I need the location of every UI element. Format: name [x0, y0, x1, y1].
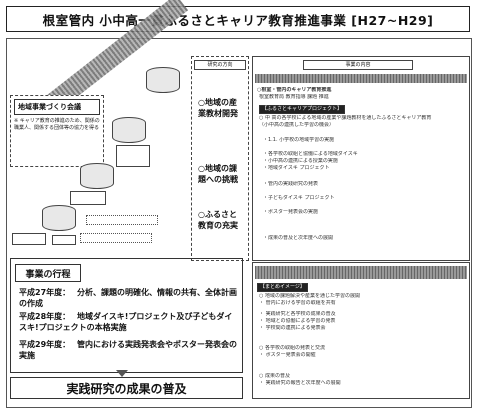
text-line: ・ 実践研究と各学校の成果の普及 — [259, 311, 336, 317]
project-tag: 【ふるさとキャリアプロジェクト】 — [259, 105, 346, 114]
page-title: 根室管内 小中高一貫ふるさとキャリア教育推進事業 [H27~H29] — [6, 6, 470, 32]
content-heading: ○根室・管内のキャリア教育推進 — [257, 87, 332, 93]
schedule-text: 管内における実践発表会やポスター発表会の実施 — [19, 340, 237, 360]
text-line: ・ 管内における学習の取組を共有 — [259, 300, 336, 306]
text-line: ・ 地域との協働による学習の発表 — [259, 318, 336, 324]
text-line: ・ポスター発表会の実施 — [263, 209, 319, 215]
council-box: 地域事業づくり会議 ※ キャリア教育の推進のため、関係の職業人、関係する団体等の… — [10, 95, 104, 167]
diagram: 地域事業づくり会議 ※ キャリア教育の推進のため、関係の職業人、関係する団体等の… — [8, 0, 189, 250]
schedule-text: 分析、課題の明確化、情報の共有、全体計画の作成 — [19, 288, 237, 308]
schedule-year: 平成29年度： — [19, 340, 71, 349]
presentation-bar — [255, 266, 467, 279]
schedule-year: 平成28年度： — [19, 312, 71, 321]
stage-cylinder-3 — [146, 67, 180, 93]
direction-item-1: ○地域の産業教材開発 — [198, 98, 238, 118]
outcome-banner: 実践研究の成果の普及 — [10, 377, 243, 399]
presentation-box: 【まとめイメージ】 ○ 地域の課題解決や産業を通じた学習の展開 ・ 管内における… — [252, 262, 470, 399]
summary-tag: 【まとめイメージ】 — [257, 283, 308, 292]
down-arrow-icon — [116, 370, 128, 377]
text-line: ・1.1. 小学校の地域学習の実施 — [263, 137, 335, 143]
text-line: ○ 各学校の取組の発表と交流 — [259, 345, 325, 351]
stage-label-0 — [12, 233, 46, 245]
text-line: ・子どもダイスキ プロジェクト — [263, 195, 335, 201]
schedule-row-h29: 平成29年度：管内における実践発表会やポスター発表会の実施 — [19, 339, 239, 361]
council-text: ※ キャリア教育の推進のため、関係の職業人、関係する団体等の協力を得る — [14, 118, 100, 131]
content-frame — [6, 38, 472, 408]
schedule-box: 事業の行程 平成27年度：分析、課題の明確化、情報の共有、全体計画の作成 平成2… — [10, 258, 243, 373]
direction-item-2: ○地域の課題への挑戦 — [198, 164, 238, 184]
text-line: ・地域ダイスキ プロジェクト — [263, 165, 330, 171]
stage-cylinder-1 — [80, 163, 114, 189]
stage-label-0b — [52, 235, 76, 245]
content-bar — [255, 74, 467, 83]
schedule-text: 地域ダイスキ!プロジェクト及び子どもダイスキ!プロジェクトの本格実施 — [19, 312, 233, 332]
schedule-row-h27: 平成27年度：分析、課題の明確化、情報の共有、全体計画の作成 — [19, 287, 239, 309]
schedule-year: 平成27年度： — [19, 288, 71, 297]
council-title: 地域事業づくり会議 — [14, 99, 100, 115]
text-line: ・ ポスター発表会の開催 — [259, 352, 316, 358]
text-line: （小中高の連携した学習の機会） — [259, 122, 335, 128]
schedule-row-h28: 平成28年度：地域ダイスキ!プロジェクト及び子どもダイスキ!プロジェクトの本格実… — [19, 311, 239, 333]
text-line: ・管内の実践研究の発表 — [263, 181, 319, 187]
content-column-head: 事業の内容 — [303, 60, 413, 70]
schedule-heading: 事業の行程 — [15, 264, 81, 282]
stage-cylinder-0 — [42, 205, 76, 231]
text-line: ○ 成果の普及 — [259, 373, 290, 379]
text-line: ○ 中 高の各学校による地域の産業や課題教材を通したふるさとキャリア教育 — [259, 115, 432, 121]
text-line: ・ 学校間の連携による発表会 — [259, 325, 326, 331]
direction-item-3: ○ふるさと教育の充実 — [198, 210, 238, 230]
content-column: 事業の内容 ○根室・管内のキャリア教育推進 根室教育局 教育指導 課題 推進 【… — [252, 56, 470, 261]
dotted-box-2 — [80, 233, 152, 243]
text-line: ・ 実践研究の報告と次年度への展開 — [259, 380, 341, 386]
text-line: ・小中高の連携による授業の実施 — [263, 158, 338, 164]
dotted-box-1 — [86, 215, 158, 225]
direction-column: 研究の方向 ○地域の産業教材開発 ○地域の課題への挑戦 ○ふるさと教育の充実 — [191, 56, 249, 261]
stage-label-1 — [70, 191, 106, 205]
stage-cylinder-2 — [112, 117, 146, 143]
text-line: ・各学校の取組と協働による地域ダイスキ — [263, 151, 358, 157]
direction-column-head: 研究の方向 — [194, 60, 246, 70]
text-line: ・成果の普及と次年度への展開 — [263, 235, 334, 241]
stage-label-2 — [116, 145, 150, 167]
text-line: 根室教育局 教育指導 課題 推進 — [259, 94, 329, 100]
text-line: ○ 地域の課題解決や産業を通じた学習の展開 — [259, 293, 360, 299]
